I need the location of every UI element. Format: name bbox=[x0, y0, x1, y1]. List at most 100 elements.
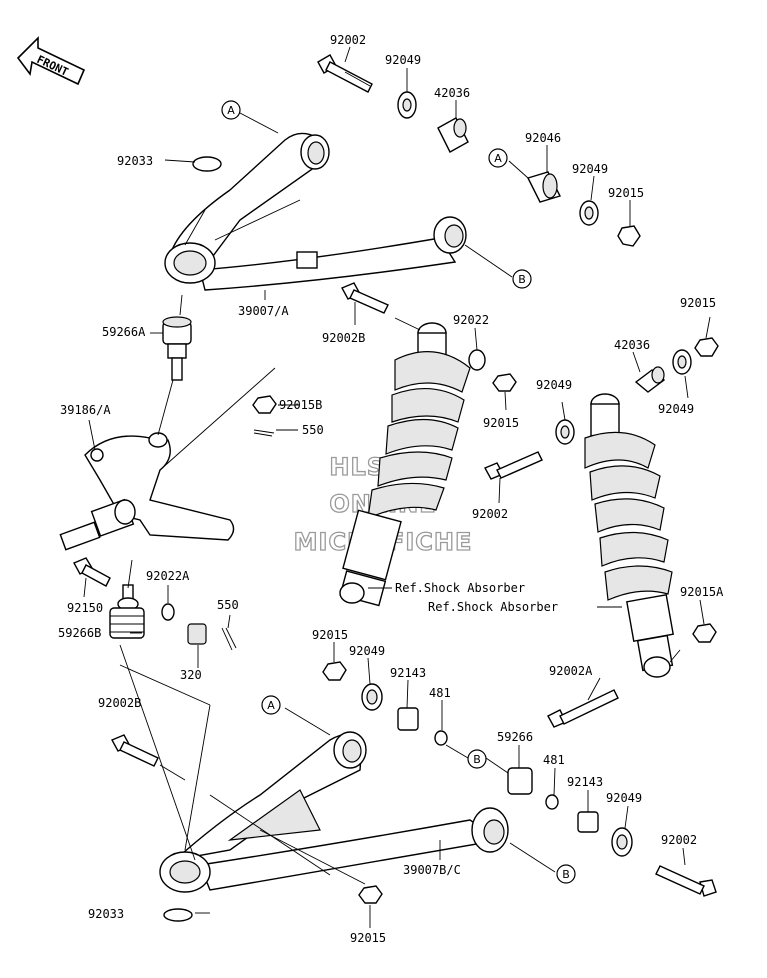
part-labels: 92002 92049 42036 92046 92049 92015 9203… bbox=[58, 33, 724, 945]
label-lower-snap-ring: 92033 bbox=[88, 907, 124, 921]
label-knuckle-nut: 92015B bbox=[279, 398, 322, 412]
shock-nut-drawing bbox=[492, 373, 517, 392]
label-castle-nut: 320 bbox=[180, 668, 202, 682]
upper-washer-1-hole bbox=[402, 98, 412, 112]
knuckle-nut-drawing bbox=[252, 395, 277, 414]
castle-nut-drawing bbox=[187, 623, 207, 645]
ball-joint-spacer-drawing bbox=[161, 603, 175, 621]
leader-lines bbox=[83, 46, 711, 928]
label-circlip-1: 481 bbox=[429, 686, 451, 700]
upper-bushing-drawing bbox=[527, 171, 561, 203]
label-right-top-nut: 92015 bbox=[680, 296, 716, 310]
label-upper-arm: 39007/A bbox=[238, 304, 289, 318]
shock-upper-bolt-drawing bbox=[341, 282, 389, 314]
front-arrow-icon: FRONT bbox=[16, 36, 86, 86]
upper-collar-drawing bbox=[437, 117, 469, 153]
label-upper-washer-1: 92049 bbox=[385, 53, 421, 67]
label-ball-joint-lower: 59266B bbox=[58, 626, 101, 640]
callout-a-upper-arm: A bbox=[221, 100, 241, 120]
label-ball-joint-bolt: 92150 bbox=[67, 601, 103, 615]
right-washer-2-hole bbox=[677, 355, 687, 369]
svg-text:A: A bbox=[227, 104, 235, 117]
lower-collar-2-drawing bbox=[577, 811, 599, 833]
label-cotter-pin-upper: 550 bbox=[302, 423, 324, 437]
label-right-lower-bolt: 92002A bbox=[549, 664, 593, 678]
right-collar-drawing bbox=[634, 366, 666, 393]
lower-arm-nut-drawing bbox=[358, 885, 383, 904]
label-lower-bolt-right: 92002 bbox=[661, 833, 697, 847]
cotter-pin-upper-drawing bbox=[253, 429, 275, 437]
ball-joint-bolt-drawing bbox=[73, 557, 111, 587]
label-ref-shock-left: Ref.Shock Absorber bbox=[395, 581, 525, 595]
shock-absorber-left-drawing bbox=[339, 322, 471, 607]
label-lower-collar-2: 92143 bbox=[567, 775, 603, 789]
lower-arm-bolt-drawing bbox=[111, 734, 159, 767]
right-lower-bolt-drawing bbox=[547, 689, 619, 728]
callout-a-collar: A bbox=[488, 148, 508, 168]
lower-arm-drawing bbox=[159, 731, 509, 893]
label-cotter-pin-lower: 550 bbox=[217, 598, 239, 612]
shock-absorber-right-drawing bbox=[584, 393, 674, 678]
callout-a-lower-arm: A bbox=[261, 695, 281, 715]
label-lower-arm: 39007B/C bbox=[403, 863, 461, 877]
svg-text:A: A bbox=[267, 699, 275, 712]
svg-text:B: B bbox=[562, 868, 570, 881]
label-shock-upper-bolt: 92002B bbox=[322, 331, 365, 345]
shock-spacer-drawing bbox=[468, 349, 486, 371]
label-right-washer-1: 92049 bbox=[536, 378, 572, 392]
callout-b-lower-parts: B bbox=[467, 749, 487, 769]
right-washer-1-hole bbox=[560, 425, 570, 439]
shock-lower-bolt-drawing bbox=[484, 451, 543, 480]
lower-snap-ring-drawing bbox=[163, 908, 193, 922]
label-upper-bushing: 92046 bbox=[525, 131, 561, 145]
svg-text:B: B bbox=[473, 753, 481, 766]
label-shock-lower-bolt: 92002 bbox=[472, 507, 508, 521]
label-lower-nut-1: 92015 bbox=[312, 628, 348, 642]
label-lower-washer-1: 92049 bbox=[349, 644, 385, 658]
label-circlip-2: 481 bbox=[543, 753, 565, 767]
label-lower-washer-2: 92049 bbox=[606, 791, 642, 805]
upper-arm-drawing bbox=[164, 132, 467, 291]
lower-bolt-right-drawing bbox=[655, 865, 717, 897]
label-shock-nut: 92015 bbox=[483, 416, 519, 430]
upper-bolt-drawing bbox=[317, 54, 373, 93]
circlip-1-drawing bbox=[434, 730, 448, 746]
upper-washer-2-hole bbox=[584, 206, 594, 220]
knuckle-drawing bbox=[59, 432, 235, 551]
label-lower-arm-nut: 92015 bbox=[350, 931, 386, 945]
label-knuckle: 39186/A bbox=[60, 403, 111, 417]
label-upper-snap-ring: 92033 bbox=[117, 154, 153, 168]
lower-collar-1-drawing bbox=[397, 707, 419, 731]
cotter-pin-lower-drawing bbox=[221, 627, 237, 651]
lower-bushing-drawing bbox=[507, 767, 533, 795]
label-upper-washer-2: 92049 bbox=[572, 162, 608, 176]
label-upper-collar: 42036 bbox=[434, 86, 470, 100]
label-shock-spacer: 92022 bbox=[453, 313, 489, 327]
lower-washer-2-hole bbox=[616, 834, 628, 850]
label-right-washer-2: 92049 bbox=[658, 402, 694, 416]
label-lower-collar-1: 92143 bbox=[390, 666, 426, 680]
label-upper-bolt: 92002 bbox=[330, 33, 366, 47]
ball-joint-lower-drawing bbox=[109, 584, 145, 639]
label-right-collar: 42036 bbox=[614, 338, 650, 352]
right-lower-nut-drawing bbox=[692, 623, 717, 643]
right-top-nut-drawing bbox=[694, 337, 719, 357]
lower-washer-1-hole bbox=[366, 689, 378, 705]
callout-b-upper-arm: B bbox=[512, 269, 532, 289]
label-ball-joint-spacer: 92022A bbox=[146, 569, 190, 583]
svg-text:B: B bbox=[518, 273, 526, 286]
label-ref-shock-right: Ref.Shock Absorber bbox=[428, 600, 558, 614]
svg-text:A: A bbox=[494, 152, 502, 165]
circlip-2-drawing bbox=[545, 794, 559, 810]
label-lower-bushing: 59266 bbox=[497, 730, 533, 744]
upper-snap-ring-drawing bbox=[192, 156, 222, 172]
label-upper-nut: 92015 bbox=[608, 186, 644, 200]
label-right-lower-nut: 92015A bbox=[680, 585, 724, 599]
ball-joint-upper-drawing bbox=[162, 316, 192, 381]
callout-b-lower-arm: B bbox=[556, 864, 576, 884]
lower-nut-1-drawing bbox=[322, 661, 347, 681]
label-ball-joint-upper: 59266A bbox=[102, 325, 146, 339]
label-lower-arm-bolt: 92002B bbox=[98, 696, 141, 710]
upper-nut-drawing bbox=[617, 225, 641, 247]
